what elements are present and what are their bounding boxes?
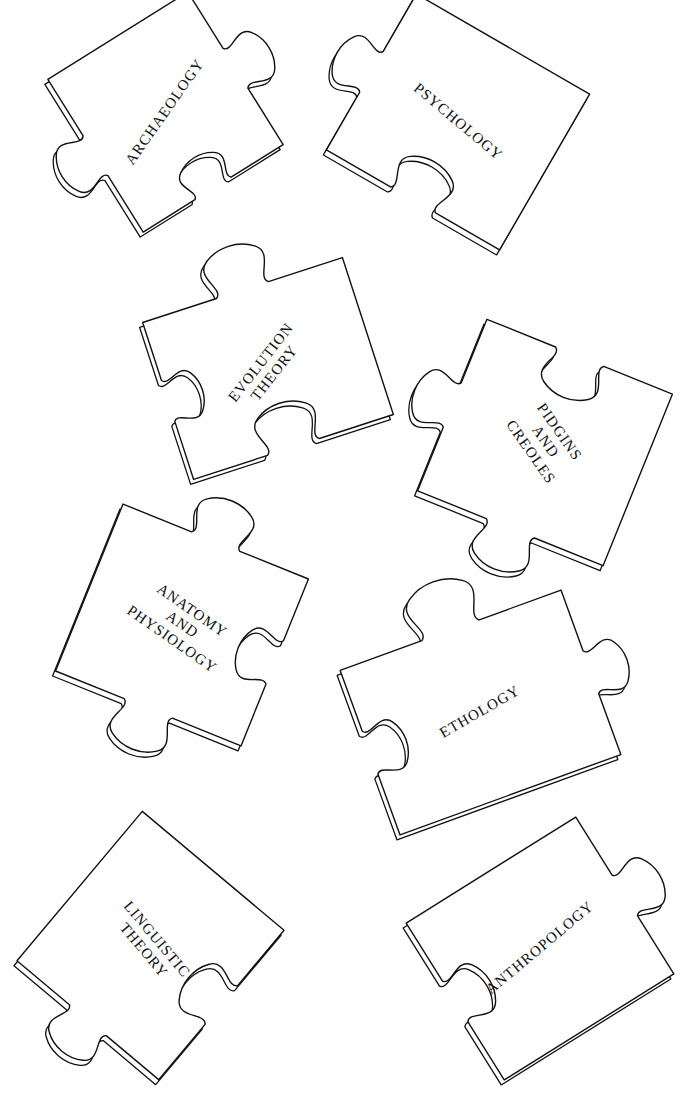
puzzle-piece: ANATOMY AND PHYSIOLOGY [7,460,357,790]
piece-face [0,811,284,1097]
piece-face [364,304,673,606]
puzzle-piece: PSYCHOLOGY [283,0,633,287]
piece-outline [8,0,323,277]
piece-face [14,0,316,253]
puzzle-piece: ARCHAEOLOGY [8,0,323,277]
puzzle-piece: ANTHROPOLOGY [365,781,700,1097]
piece-outline [283,0,633,287]
piece-face [39,464,325,787]
piece-face [292,0,589,250]
piece-face [128,213,393,478]
piece-outline [365,781,700,1097]
puzzle-piece: EVOLUTION THEORY [88,211,448,526]
piece-face [322,528,656,834]
puzzle-piece: LINGUISTIC THEORY [0,773,318,1097]
puzzle-piece: PIDGINS AND CREOLES [370,275,700,610]
piece-face [406,795,700,1079]
puzzle-piece: ETHOLOGY [288,550,673,875]
